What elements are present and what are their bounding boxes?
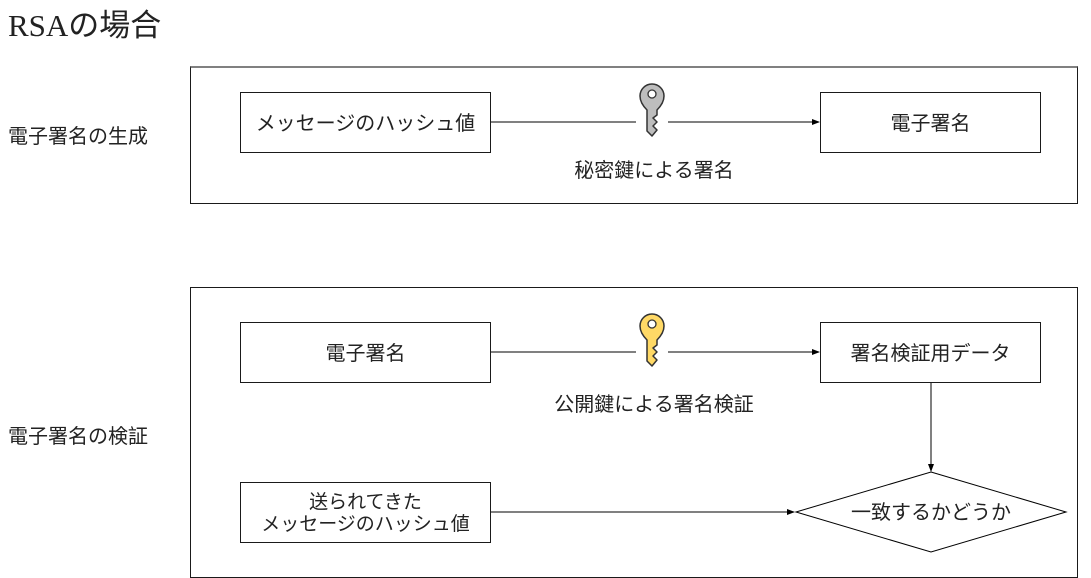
decision-label: 一致するかどうか	[851, 500, 1011, 524]
edge-label-public-key-verification: 公開鍵による署名検証	[554, 392, 754, 416]
generation-frame	[190, 66, 1078, 204]
decision-diamond[interactable]	[794, 471, 1068, 553]
edge-label-private-key-signing: 秘密鍵による署名	[574, 158, 734, 182]
section-label-verification: 電子署名の検証	[8, 424, 148, 448]
node-verification-data[interactable]: 署名検証用データ	[820, 322, 1041, 383]
node-digital-signature[interactable]: 電子署名	[820, 92, 1041, 153]
node-message-hash[interactable]: メッセージのハッシュ値	[240, 92, 491, 153]
private-key-icon	[639, 83, 665, 137]
section-label-generation: 電子署名の生成	[8, 124, 148, 148]
node-digital-signature-input[interactable]: 電子署名	[240, 322, 491, 383]
diagram-title: RSAの場合	[8, 8, 162, 43]
public-key-icon	[639, 313, 665, 367]
node-received-message-hash[interactable]: 送られてきた メッセージのハッシュ値	[240, 482, 491, 543]
